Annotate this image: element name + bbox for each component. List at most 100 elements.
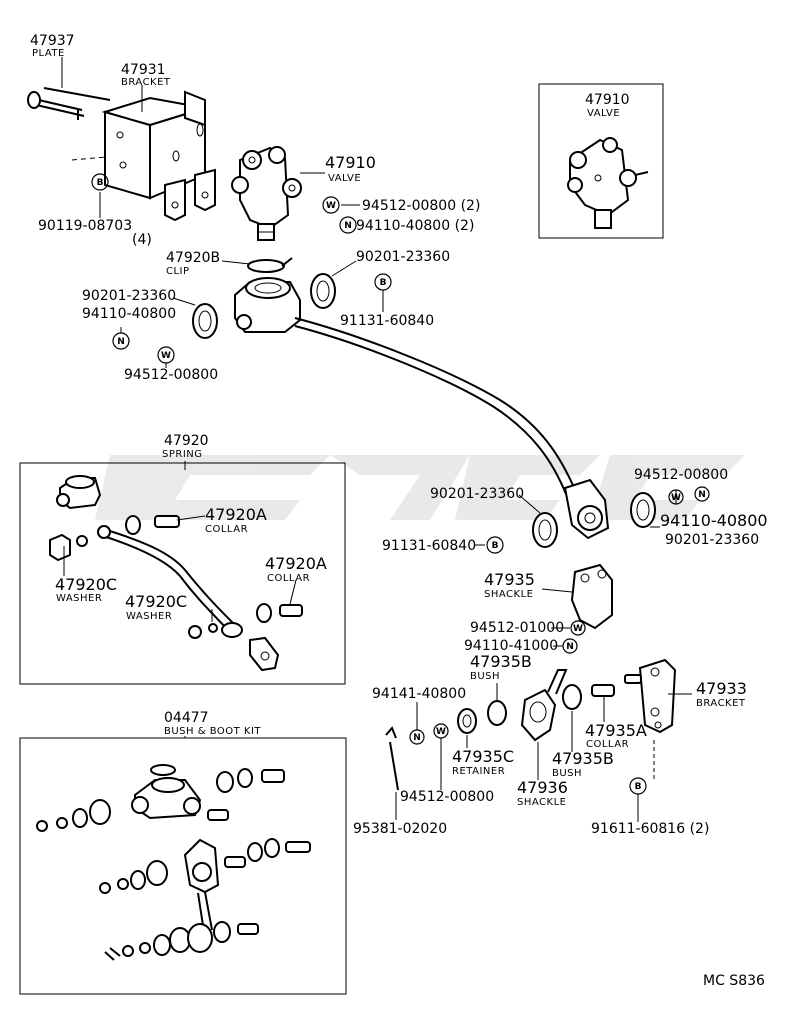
part-number: 94512-00800 — [400, 789, 494, 805]
valve-inset-frame — [538, 83, 664, 239]
collar-47935A — [591, 684, 615, 697]
callout-94512-b: 94512-00800 — [124, 367, 218, 383]
marker-w-94512-b: W — [157, 346, 175, 364]
part-number: 90119-08703 — [38, 218, 132, 234]
clip-47920B-drawing — [247, 257, 293, 273]
marker-n-94110-d: N — [562, 638, 578, 654]
part-number: 94110-40800 (2) — [356, 218, 474, 234]
part-name: BRACKET — [696, 698, 746, 709]
callout-94512-a: 94512-00800 (2) — [362, 198, 480, 214]
callout-47935: 47935 SHACKLE — [484, 570, 535, 600]
part-number: 47935C — [452, 747, 514, 766]
callout-47935B-1: 47935B BUSH — [470, 652, 532, 682]
part-number: 47935 — [484, 570, 535, 589]
part-number: 94110-40800 — [82, 306, 176, 322]
part-number: 47920 — [164, 433, 209, 449]
part-number: 90201-23360 — [356, 249, 450, 265]
callout-47935A: 47935A COLLAR — [585, 721, 647, 750]
part-number: 94512-00800 — [124, 367, 218, 383]
part-name: BRACKET — [121, 77, 171, 88]
part-name: BUSH & BOOT KIT — [164, 726, 261, 737]
callout-47910-inset: 47910 VALVE — [585, 92, 630, 119]
shackle-47936-drawing — [520, 669, 568, 742]
bush-47935B-left — [487, 700, 507, 726]
marker-w-94512-a: W — [322, 196, 340, 214]
callout-90201-b: 90201-23360 — [82, 288, 176, 304]
part-number: 94110-41000 — [464, 638, 558, 654]
svg-text:N: N — [344, 221, 352, 231]
part-name: VALVE — [328, 173, 361, 184]
diagram-code: MC S836 — [703, 973, 765, 989]
svg-text:N: N — [413, 733, 421, 743]
part-number: 47937 — [30, 33, 75, 49]
leader-lines — [61, 57, 692, 822]
part-number: 47935B — [552, 749, 614, 768]
svg-text:N: N — [117, 337, 125, 347]
svg-text:N: N — [698, 490, 706, 500]
part-name: RETAINER — [452, 766, 505, 777]
svg-text:W: W — [436, 727, 446, 737]
svg-text:W: W — [161, 351, 171, 361]
callout-94512-d: 94512-01000 — [470, 620, 564, 636]
seal-90201-right — [310, 273, 336, 309]
callout-94110-d: 94110-41000 — [464, 638, 558, 654]
callout-47931: 47931 BRACKET — [121, 62, 171, 88]
marker-w-94512-c: W — [668, 489, 684, 505]
marker-n-94110-a: N — [339, 216, 357, 234]
callout-47933: 47933 BRACKET — [696, 679, 747, 709]
svg-text:W: W — [671, 493, 681, 503]
callout-90201-d: 90201-23360 — [665, 532, 759, 548]
callout-47936: 47936 SHACKLE — [517, 778, 568, 808]
part-number: 91611-60816 (2) — [591, 821, 709, 837]
callout-90119: 90119-08703 (4) — [38, 218, 152, 248]
marker-n-94110-b: N — [112, 332, 130, 350]
valve-47910-drawing — [231, 146, 302, 241]
svg-text:B: B — [97, 178, 104, 188]
marker-w-94512-e: W — [433, 723, 449, 739]
svg-text:B: B — [635, 782, 642, 792]
spring-kit-frame — [19, 462, 346, 685]
callout-90201-a: 90201-23360 — [356, 249, 450, 265]
retainer-47935C — [457, 708, 477, 734]
callout-91131-b: 91131-60840 — [382, 538, 476, 554]
svg-text:B: B — [380, 278, 387, 288]
bracket-47931-drawing — [71, 90, 216, 222]
part-name: COLLAR — [267, 573, 310, 584]
part-number: 47931 — [121, 62, 166, 78]
callout-04477: 04477 BUSH & BOOT KIT — [164, 710, 261, 737]
part-name: COLLAR — [586, 739, 629, 750]
callout-47935B-2: 47935B BUSH — [552, 749, 614, 779]
part-number: 47920B — [166, 250, 220, 266]
part-name: COLLAR — [205, 524, 248, 535]
part-name: WASHER — [56, 593, 102, 604]
seal-90201-d — [630, 492, 656, 528]
spring-kit-drawing — [49, 475, 303, 672]
marker-b-90119: B — [91, 173, 109, 191]
callout-94512-e: 94512-00800 — [400, 789, 494, 805]
cotter-pin-95381 — [385, 726, 399, 791]
part-number: 94141-40800 — [372, 686, 466, 702]
part-number: 47933 — [696, 679, 747, 698]
part-quantity: (4) — [132, 232, 152, 248]
callout-47920: 47920 SPRING — [162, 433, 209, 460]
marker-b-91611: B — [629, 777, 647, 795]
callout-91131-a: 91131-60840 — [340, 313, 434, 329]
part-number: 47935B — [470, 652, 532, 671]
callout-47910: 47910 VALVE — [325, 153, 376, 184]
svg-text:W: W — [326, 201, 336, 211]
part-number: 94110-40800 — [660, 511, 768, 530]
callout-47920B: 47920B CLIP — [166, 250, 220, 277]
part-number: 47936 — [517, 778, 568, 797]
part-name: CLIP — [166, 266, 190, 277]
part-number: 47935A — [585, 721, 647, 740]
part-number: 47920A — [265, 554, 327, 573]
callout-47920A-2: 47920A COLLAR — [265, 554, 327, 584]
part-number: 95381-02020 — [353, 821, 447, 837]
part-number: 04477 — [164, 710, 209, 726]
svg-text:N: N — [566, 642, 574, 652]
part-number: 90201-23360 — [430, 486, 524, 502]
seal-90201-c — [532, 512, 558, 548]
rod-end-drawing — [563, 478, 610, 540]
svg-text:B: B — [492, 541, 499, 551]
